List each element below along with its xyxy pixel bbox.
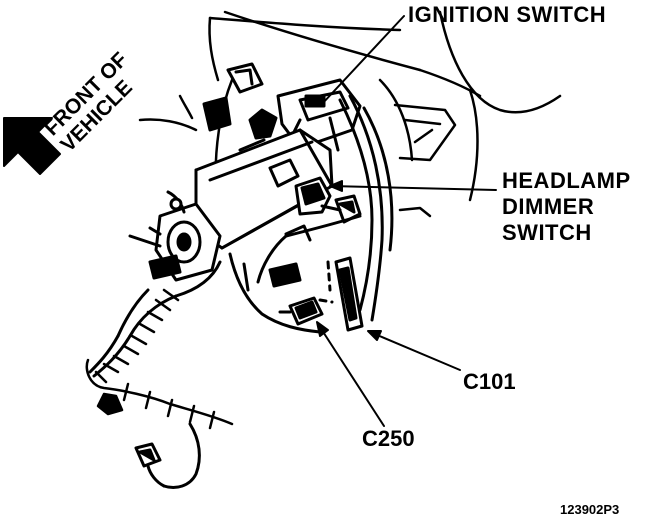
pigtail-connector <box>134 422 201 489</box>
wiring-harness <box>88 94 394 378</box>
c101-connector <box>318 256 364 332</box>
leader-c101 <box>369 331 461 371</box>
ignition-switch <box>202 62 362 152</box>
figure-number: 123902P3 <box>560 502 620 517</box>
leader-headlamp <box>329 185 497 191</box>
headlamp-label-line1: HEADLAMP <box>502 168 631 193</box>
leader-c250 <box>317 323 385 427</box>
steering-column <box>194 128 334 250</box>
headlamp-dimmer-switch-label: HEADLAMP DIMMER SWITCH <box>502 168 631 246</box>
c250-label: C250 <box>362 426 415 451</box>
leader-ignition <box>321 15 405 105</box>
headlamp-dimmer-switch <box>294 176 362 224</box>
headlamp-label-line2: DIMMER <box>502 194 595 219</box>
harness-conduit <box>85 288 234 430</box>
ignition-switch-label: IGNITION SWITCH <box>408 2 607 27</box>
column-bracket <box>128 190 222 282</box>
c250-connector <box>278 296 324 326</box>
c101-label: C101 <box>463 369 516 394</box>
headlamp-label-line3: SWITCH <box>502 220 592 245</box>
arrow-up-left-icon <box>3 117 61 175</box>
leader-lines <box>316 15 497 427</box>
